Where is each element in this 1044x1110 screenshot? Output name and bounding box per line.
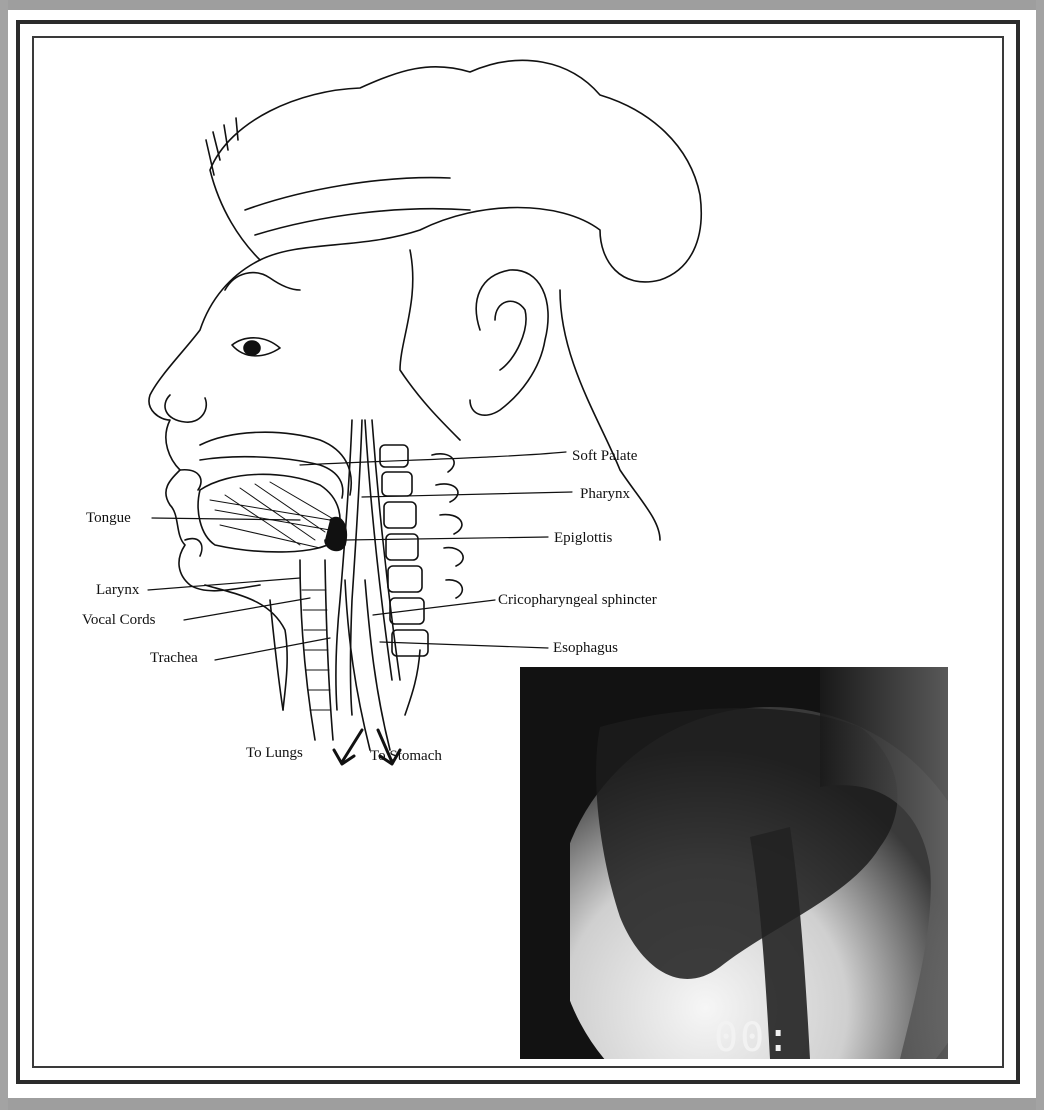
label-pharynx: Pharynx — [580, 486, 630, 503]
nose — [165, 395, 206, 422]
epiglottis-shape — [325, 518, 346, 551]
xray-timestamp: 00: — [714, 1018, 792, 1058]
label-tongue: Tongue — [86, 510, 131, 527]
oral-cavity — [200, 457, 343, 498]
label-vocal-cords: Vocal Cords — [82, 612, 155, 629]
label-esophagus: Esophagus — [553, 640, 618, 657]
ear — [470, 270, 548, 415]
esophagus-back — [365, 580, 390, 750]
spinous-processes — [432, 454, 463, 598]
label-trachea: Trachea — [150, 650, 198, 667]
label-larynx: Larynx — [96, 582, 139, 599]
cervical-vertebrae — [380, 445, 428, 656]
label-to-lungs: To Lungs — [246, 745, 303, 762]
xray-content — [520, 667, 948, 1059]
label-cricopharyngeal-sphincter: Cricopharyngeal sphincter — [498, 592, 657, 609]
pharynx-wall-2 — [351, 420, 363, 715]
esophagus-front — [345, 580, 370, 750]
hair-strand-2 — [245, 178, 470, 235]
label-to-stomach: To Stomach — [370, 748, 442, 765]
tongue-fibers — [210, 482, 335, 548]
jawline — [400, 250, 460, 440]
tongue-shape — [198, 474, 340, 552]
face-profile — [149, 260, 260, 591]
label-soft-palate: Soft Palate — [572, 448, 637, 465]
pupil — [244, 341, 260, 355]
xray-fluoroscopy-image: 00: — [520, 667, 948, 1059]
ear-inner — [495, 301, 526, 370]
hair-outline — [210, 60, 701, 282]
label-epiglottis: Epiglottis — [554, 530, 612, 547]
